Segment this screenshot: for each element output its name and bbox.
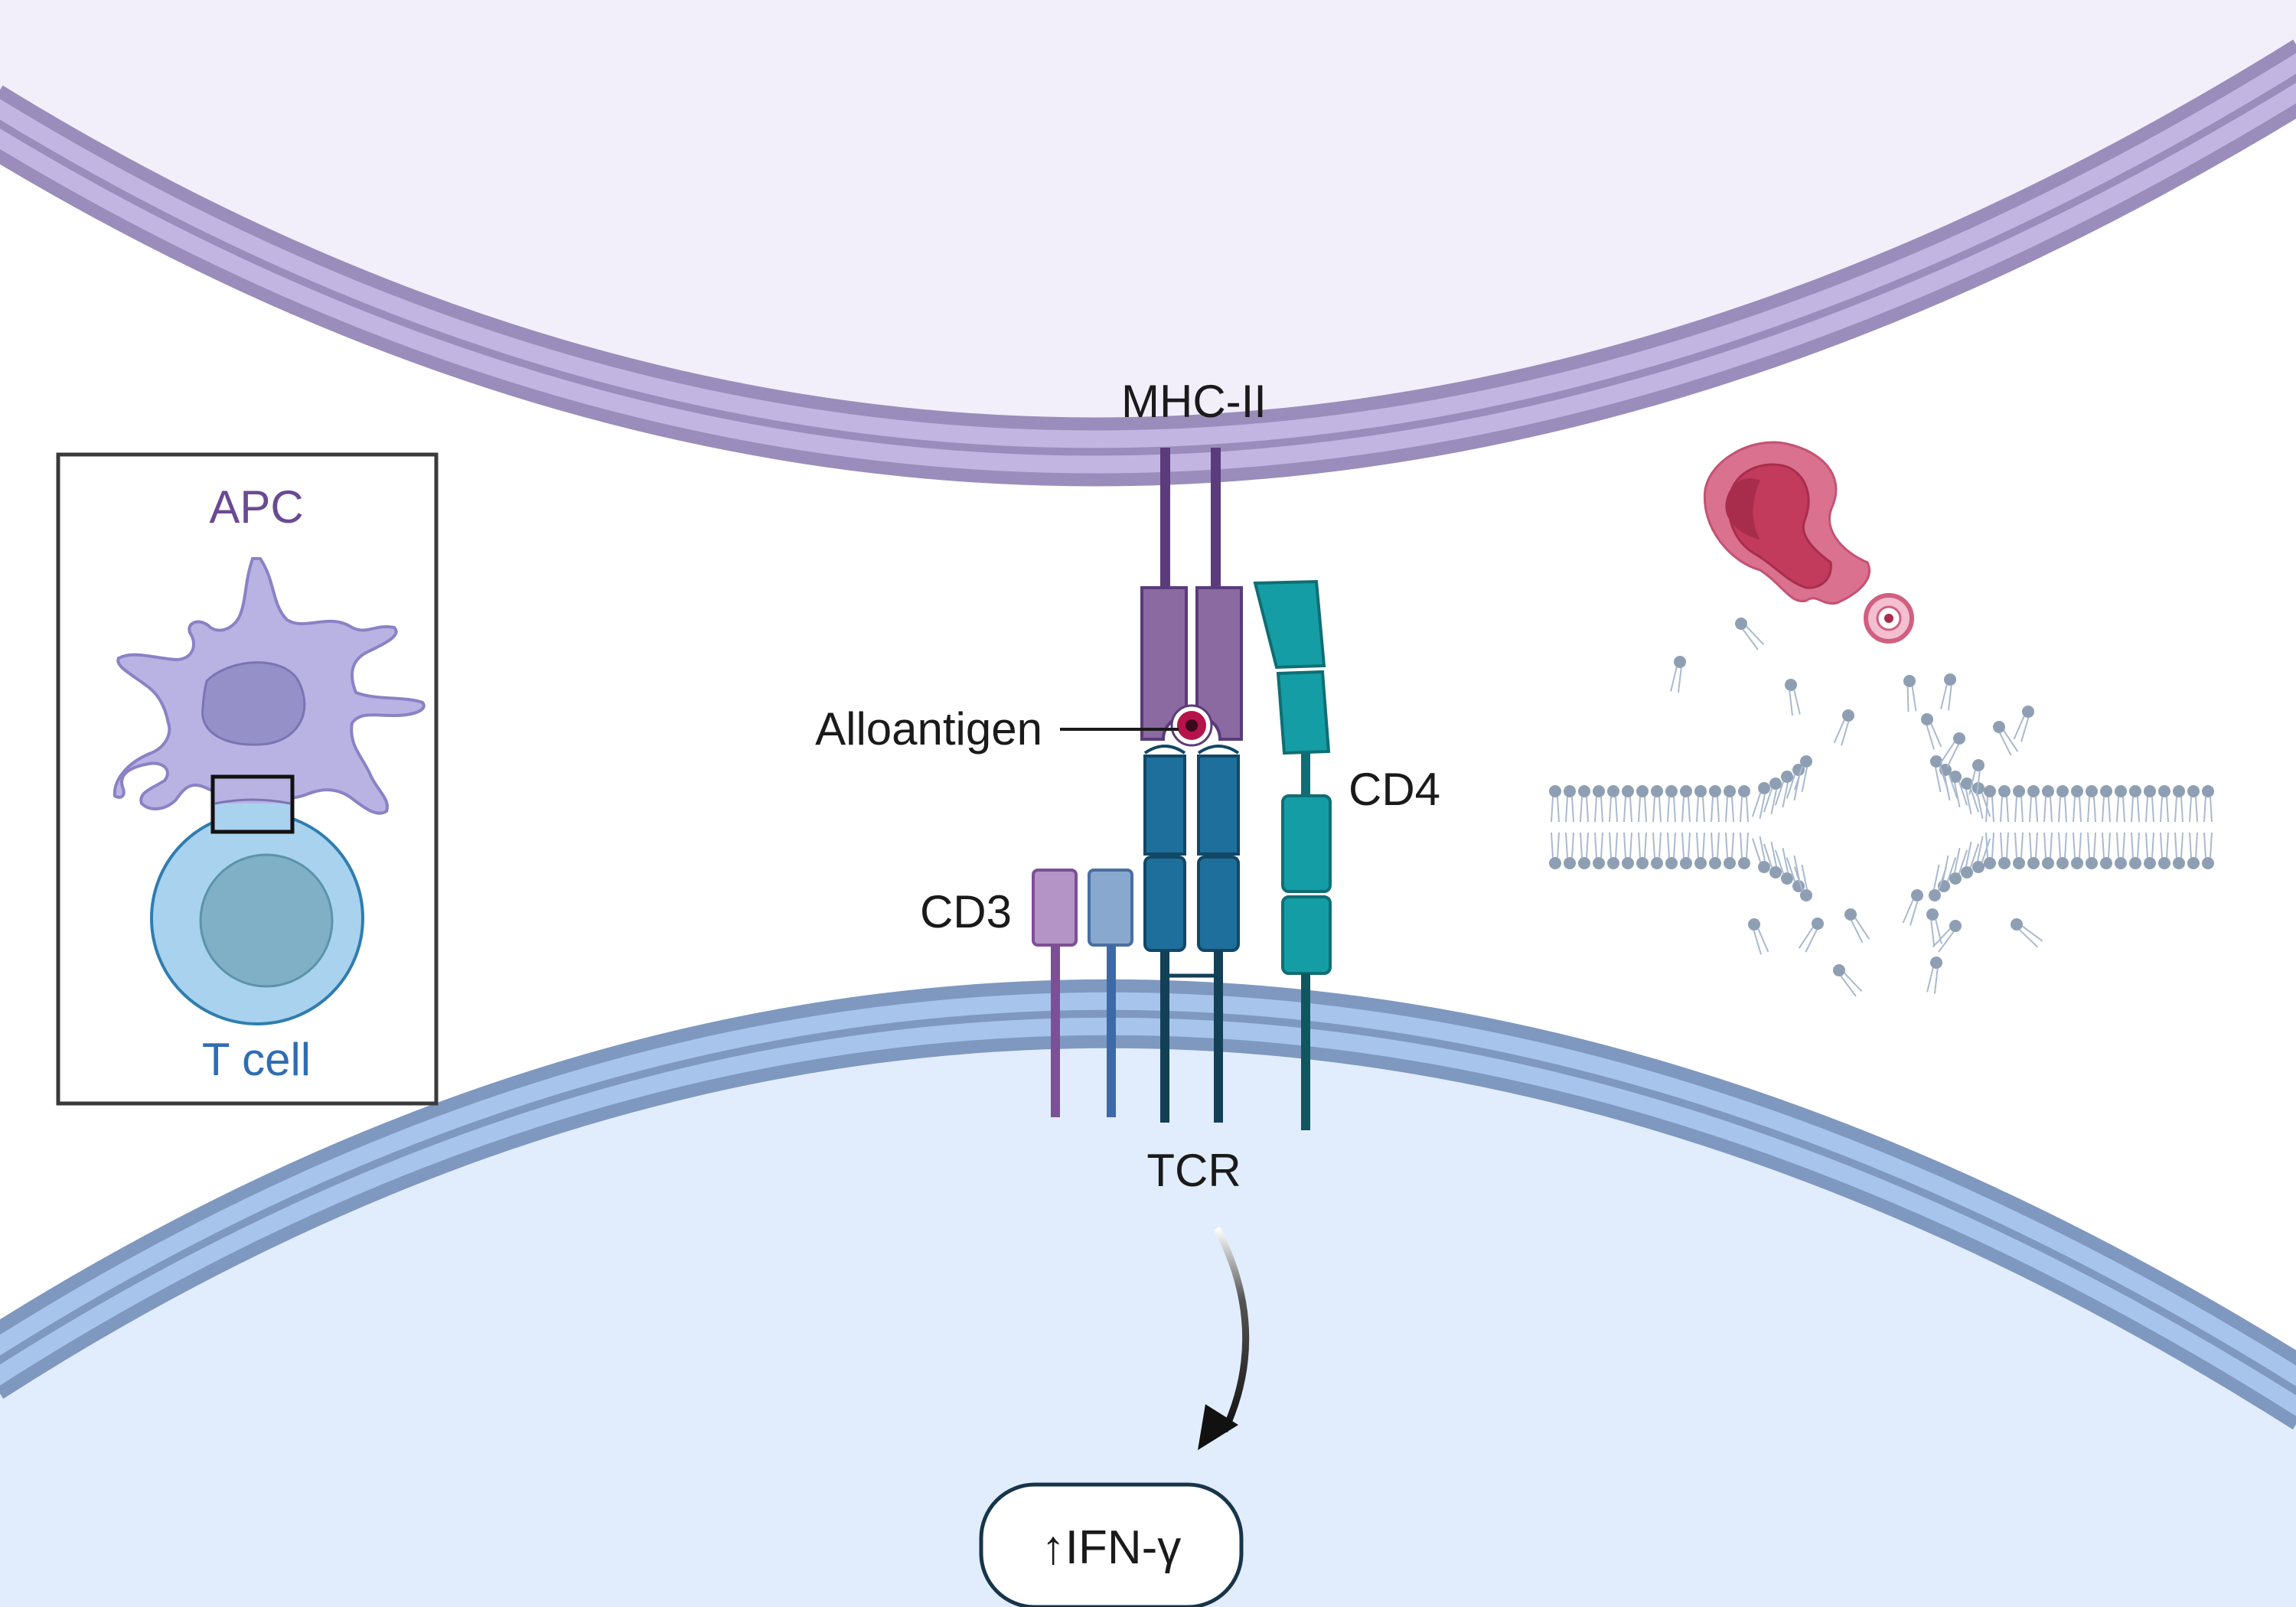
ifn-gamma-box [979, 1482, 1244, 1607]
lipid-molecule [1938, 729, 1968, 769]
lipid-molecule [2143, 784, 2157, 823]
inset-tcell-label: T cell [202, 1034, 311, 1085]
cd4-molecule [1253, 579, 1332, 1130]
lipid-molecule [2172, 832, 2186, 870]
lipid-molecule [2056, 784, 2069, 823]
lipid-molecule [1606, 784, 1620, 823]
lipid-molecule [2027, 832, 2040, 870]
tcr-label: TCR [1146, 1145, 1241, 1196]
cd3-molecule [1032, 869, 1133, 1117]
lipid-molecule [1796, 914, 1827, 954]
lipid-molecule [2201, 784, 2215, 823]
lipid-molecule [1745, 915, 1772, 957]
t-cell-membrane [0, 979, 2296, 1607]
lipid-molecule [2041, 832, 2055, 870]
inset-panel [56, 452, 439, 1106]
lipid-molecule [2157, 832, 2171, 870]
lipid-molecule [1665, 784, 1678, 823]
lipid-molecule [2012, 832, 2026, 870]
lipid-molecule [2201, 832, 2215, 870]
lipid-molecule [2114, 784, 2128, 823]
lipid-molecule [1650, 784, 1664, 823]
lipid-molecule [1737, 832, 1751, 870]
lipid-molecule [2041, 784, 2055, 823]
lipid-molecule [1708, 832, 1722, 870]
mhc-ii-label: MHC-II [1121, 376, 1267, 427]
lipid-molecule [2056, 832, 2069, 870]
lipid-molecule [1592, 784, 1606, 823]
lipid-molecule [2012, 784, 2026, 823]
lipid-molecule [1902, 673, 1919, 713]
lipid-molecule [1606, 832, 1620, 870]
lipid-molecule [2099, 832, 2113, 870]
lipid-molecule [1548, 832, 1562, 870]
cd3-label: CD3 [920, 886, 1012, 937]
lipid-molecule [1679, 832, 1693, 870]
lipid-molecule [2172, 784, 2186, 823]
lipid-molecule [2157, 784, 2171, 823]
lipid-molecule [2070, 784, 2084, 823]
lipid-molecule [1650, 832, 1664, 870]
lipid-molecule [1829, 960, 1864, 999]
perforin-pore-icon [1703, 441, 1914, 644]
lipid-molecule [1731, 614, 1766, 652]
lipid-molecule [1723, 832, 1737, 870]
lipid-molecule [1782, 676, 1803, 717]
lipid-molecule [1831, 706, 1857, 748]
lipid-molecule [2143, 832, 2157, 870]
lipid-molecule [1665, 832, 1678, 870]
lipid-molecule [1918, 710, 1945, 751]
lipid-molecule [1694, 784, 1707, 823]
apc-cell-icon [113, 557, 426, 834]
lipid-molecule [1548, 784, 1562, 823]
lipid-molecule [1636, 832, 1649, 870]
lipid-molecule [2114, 832, 2128, 870]
lipid-molecule [2085, 832, 2099, 870]
lipid-molecule [1577, 784, 1591, 823]
alloantigen-icon [1170, 704, 1213, 747]
lipid-molecule [1563, 832, 1577, 870]
lipid-molecule [1723, 784, 1737, 823]
lipid-molecule [1577, 832, 1591, 870]
lipid-molecule [1737, 784, 1751, 823]
lipid-molecule [1592, 832, 1606, 870]
ifn-gamma-label: ↑IFN-γ [1042, 1521, 1182, 1574]
inset-apc-label: APC [209, 481, 303, 533]
lipid-molecule [1924, 906, 1945, 947]
lipid-molecule [1998, 832, 2011, 870]
lipid-molecule [1708, 784, 1722, 823]
cd4-label: CD4 [1349, 764, 1440, 815]
lipid-molecule [1621, 784, 1635, 823]
lipid-molecule [2187, 784, 2200, 823]
lipid-molecule [1668, 654, 1688, 694]
lipid-molecule [2011, 702, 2037, 744]
apc-cell-membrane [0, 0, 2296, 487]
lipid-molecule [1924, 954, 1945, 995]
lipid-molecule [2128, 832, 2142, 870]
lipid-molecule [2070, 832, 2084, 870]
lipid-molecule [1998, 784, 2011, 823]
t-cell-icon [150, 811, 364, 1025]
lipid-molecule [1636, 784, 1649, 823]
lipid-molecule [1938, 671, 1958, 712]
lipid-molecule [2099, 784, 2113, 823]
lipid-molecule [1563, 784, 1577, 823]
lipid-bilayer-icon [1548, 614, 2215, 999]
signal-arrow [1198, 1226, 1250, 1450]
lipid-molecule [2007, 914, 2045, 950]
lipid-molecule [2187, 832, 2200, 870]
mhc-ii-molecule [1140, 448, 1243, 741]
lipid-molecule [1841, 905, 1872, 945]
alloantigen-label: Alloantigen [815, 703, 1042, 755]
lipid-molecule [1900, 886, 1926, 927]
tcr-molecule [1143, 745, 1240, 1123]
lipid-molecule [2085, 784, 2099, 823]
lipid-molecule [1679, 784, 1693, 823]
lipid-molecule [1694, 832, 1707, 870]
lipid-molecule [2027, 784, 2040, 823]
lipid-molecule [1621, 832, 1635, 870]
lipid-molecule [2128, 784, 2142, 823]
